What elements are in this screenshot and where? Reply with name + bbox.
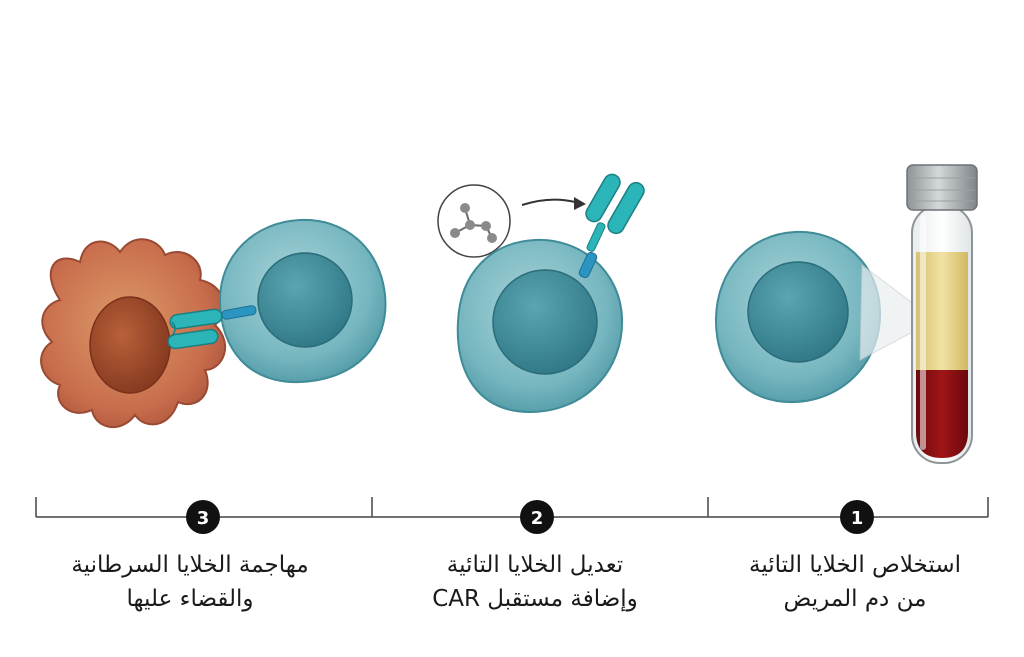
- t-cell-nucleus: [257, 252, 353, 348]
- car-receptor-binding: [167, 305, 257, 350]
- step-2-line1: تعديل الخلايا التائية: [446, 552, 624, 578]
- step-number: 1: [851, 508, 864, 529]
- attacking-t-cell: [218, 218, 387, 384]
- molecule-icon: [437, 184, 511, 258]
- car-receptor: [578, 173, 645, 279]
- blood-layer: [916, 370, 968, 458]
- step-2-line2: وإضافة مستقبل CAR: [432, 586, 638, 612]
- tube-cap: [906, 164, 978, 211]
- arrow-icon: [521, 197, 586, 210]
- magnify-beam: [859, 264, 936, 361]
- step-1-caption: استخلاص الخلايا التائية من دم المريض: [705, 548, 1005, 616]
- isolated-t-cell: [714, 230, 882, 404]
- step-number: 2: [531, 508, 544, 529]
- t-cell-nucleus: [747, 261, 849, 363]
- step-marker-3: 3: [186, 500, 220, 534]
- step-marker-1: 1: [840, 500, 874, 534]
- blood-sample-tube: [906, 164, 978, 464]
- modified-t-cell: [456, 238, 624, 414]
- step-1-line2: من دم المريض: [783, 586, 927, 612]
- cancer-cell-nucleus: [89, 296, 171, 394]
- step-2-caption: تعديل الخلايا التائية وإضافة مستقبل CAR: [385, 548, 685, 616]
- cancer-cell-illustration: [40, 238, 227, 429]
- step-number: 3: [197, 508, 210, 529]
- t-cell-nucleus: [492, 269, 598, 375]
- timeline: 3 2 1: [35, 497, 989, 534]
- step-1-line1: استخلاص الخلايا التائية: [749, 552, 961, 578]
- step-3-line1: مهاجمة الخلايا السرطانية: [71, 552, 309, 578]
- step-3-caption: مهاجمة الخلايا السرطانية والقضاء عليها: [40, 548, 340, 616]
- step-marker-2: 2: [520, 500, 554, 534]
- step-3-line2: والقضاء عليها: [126, 586, 254, 612]
